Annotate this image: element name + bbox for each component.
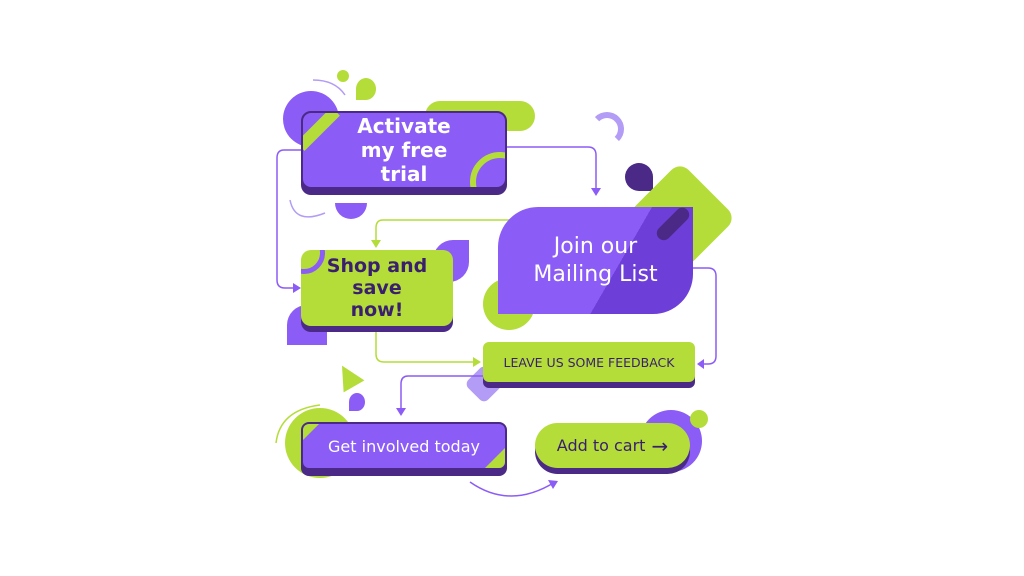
lavender-arc-line <box>289 199 326 218</box>
lime-corner-triangle-br <box>485 448 505 468</box>
activate-free-trial-button[interactable]: Activate my free trial <box>301 111 507 189</box>
get-involved-label: Get involved today <box>328 436 480 456</box>
lime-corner-triangle <box>303 424 319 440</box>
lavender-arc-top <box>312 79 346 96</box>
arrow-feedback-to-getinvolved <box>400 375 485 410</box>
arrow-join-to-feedback <box>693 267 717 365</box>
lime-corner-arc <box>470 152 505 187</box>
lime-dot-bottom-decoration <box>690 410 708 428</box>
lime-arc-line <box>275 404 321 444</box>
purple-halfcircle-decoration <box>335 203 367 219</box>
lime-corner-stripe <box>303 113 340 151</box>
arrow-right-icon: → <box>651 433 669 458</box>
leave-feedback-button[interactable]: LEAVE US SOME FEEDBACK <box>483 342 695 382</box>
shop-label: Shop and save now! <box>326 255 428 321</box>
shop-and-save-button[interactable]: Shop and save now! <box>301 250 453 326</box>
feedback-label: LEAVE US SOME FEEDBACK <box>503 354 675 370</box>
lime-drop-decoration <box>356 78 376 100</box>
activate-label: Activate my free trial <box>357 114 451 186</box>
add-to-cart-label: Add to cart <box>556 436 646 455</box>
arrow-getinvolved-to-cart <box>469 481 556 497</box>
join-label: Join our Mailing List <box>533 233 658 287</box>
dark-purple-drop-decoration <box>625 163 653 191</box>
arrow-activate-to-join <box>507 146 597 190</box>
lime-dot-decoration <box>337 70 349 82</box>
lavender-arc-decoration <box>590 112 624 146</box>
arrow-shop-to-feedback <box>375 332 475 363</box>
arrow-join-to-shop <box>375 219 510 242</box>
add-to-cart-button[interactable]: Add to cart → <box>535 423 690 468</box>
join-mailing-list-button[interactable]: Join our Mailing List <box>498 207 693 314</box>
get-involved-button[interactable]: Get involved today <box>301 422 507 470</box>
arrow-activate-to-shop <box>276 149 301 289</box>
purple-drop-decoration <box>349 393 365 411</box>
purple-corner-arc <box>301 250 325 274</box>
